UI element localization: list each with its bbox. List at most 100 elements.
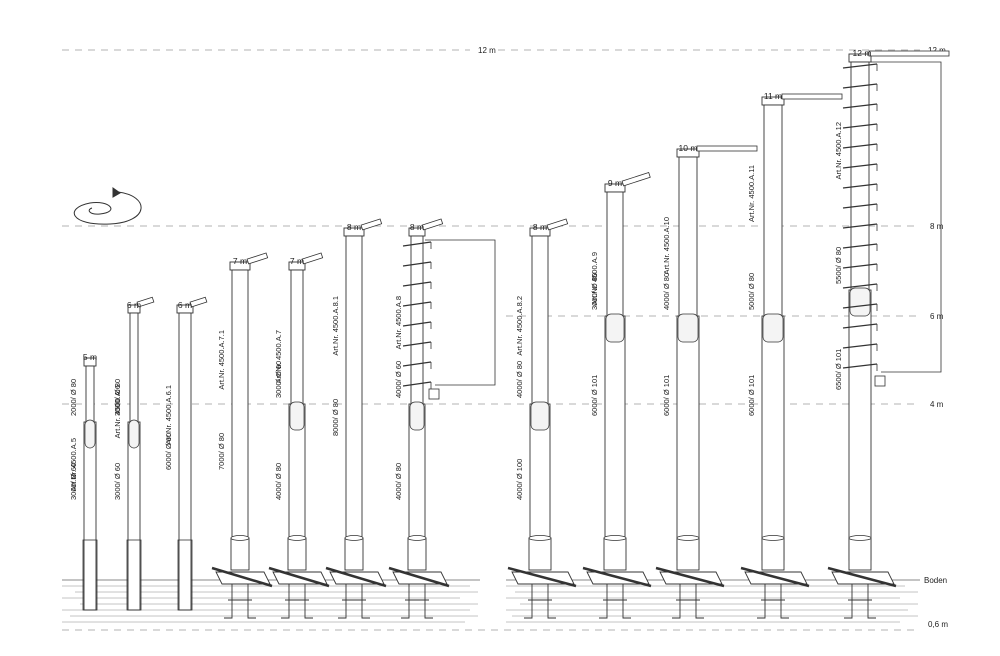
mast-lower-spec: 6000/ Ø 101 — [590, 375, 599, 416]
mast-article-number: Art.Nr. 4500.A.8.2 — [515, 296, 524, 356]
level-label-8m: 8 m — [930, 222, 944, 231]
mast-arm — [360, 218, 383, 231]
mast-arm — [696, 145, 758, 152]
base-sleeve-top — [344, 535, 364, 541]
level-label-boden: Boden — [924, 576, 947, 585]
mast-lower-tube — [761, 315, 785, 561]
mast-upper-tube — [678, 156, 698, 317]
anchor-cage — [672, 584, 704, 619]
mast-joint — [530, 401, 550, 431]
base-sleeve — [761, 537, 785, 571]
mast-lower-spec: 6500/ Ø 101 — [834, 349, 843, 390]
mast-arm — [246, 252, 269, 265]
mast-arm — [781, 93, 843, 100]
climbing-rungs — [842, 63, 878, 371]
anchor-cage — [338, 584, 370, 619]
base-rail — [211, 566, 273, 588]
mast-arm — [868, 50, 950, 57]
mast-article-number: Art.Nr. 4500.A.8.1 — [331, 296, 340, 356]
base-sleeve — [676, 537, 700, 571]
mast-article-number: Art.Nr. 4500.A.7 — [274, 330, 283, 383]
mast-joint — [128, 419, 140, 449]
level-label-0-6m: 0,6 m — [928, 620, 948, 629]
mast-upper-spec: 4000/ Ø 60 — [394, 361, 403, 398]
mast-arm — [136, 296, 155, 308]
mast-lower-spec: 8000/ Ø 80 — [331, 399, 340, 436]
anchor-cage — [401, 584, 433, 619]
mast-lower-spec: 7000/ Ø 80 — [217, 433, 226, 470]
base-sleeve-top — [676, 535, 700, 541]
base-sleeve-top — [287, 535, 307, 541]
mast-lower-tube — [676, 315, 700, 561]
mast-upper-spec: 3000/ Ø 80 — [113, 379, 122, 416]
counterweight — [874, 375, 886, 387]
mast-upper-tube — [763, 104, 783, 317]
mast-height-label: 9 m — [608, 178, 622, 188]
mast-lower-spec: 4000/ Ø 80 — [274, 463, 283, 500]
mast-height-label: 8 m — [347, 222, 361, 232]
base-rail — [388, 566, 450, 588]
anchor-cage — [757, 584, 789, 619]
level-label-6m: 6 m — [930, 312, 944, 321]
mast-height-label: 12 m — [853, 48, 872, 58]
anchor-cage — [224, 584, 256, 619]
base-sleeve — [230, 537, 250, 571]
base-rail — [740, 566, 810, 588]
mast-article-number: Art.Nr. 4500.A.10 — [662, 217, 671, 275]
mast-height-label: 6 m — [178, 300, 192, 310]
mast-lower-spec: 6000/ Ø 101 — [662, 375, 671, 416]
base-rail — [827, 566, 897, 588]
ground-right — [506, 579, 920, 623]
level-label-4m: 4 m — [930, 400, 944, 409]
mast-lower-tube — [127, 421, 141, 611]
mast-upper-spec: 4000/ Ø 80 — [515, 361, 524, 398]
mast-lower-spec: 4000/ Ø 80 — [394, 463, 403, 500]
mast-height-label: 6 m — [127, 300, 141, 310]
anchor-cage — [599, 584, 631, 619]
mast-joint — [762, 313, 784, 343]
mast-article-number: Art.Nr. 4500.A.11 — [747, 165, 756, 222]
counterweight — [428, 388, 440, 400]
mast-height-label: 11 m — [764, 91, 782, 101]
climbing-rungs — [402, 241, 432, 389]
base-sleeve — [528, 537, 552, 571]
mast-lower-spec: 6000/ Ø 60 — [164, 433, 173, 470]
base-rail — [582, 566, 652, 588]
anchor-cage — [281, 584, 313, 619]
anchor-cage — [844, 584, 876, 619]
base-sleeve-top — [848, 535, 872, 541]
ground-sleeve — [82, 539, 98, 611]
mast-upper-spec: 3000/ Ø 60 — [274, 361, 283, 398]
mast-upper-spec: 5500/ Ø 80 — [834, 247, 843, 284]
mast-article-number: Art.Nr. 4500.A.6 — [113, 385, 122, 438]
level-labels: 12 m 12 m 8 m 6 m 4 m Boden 0,6 m — [478, 46, 948, 629]
mast-joint — [849, 287, 871, 317]
mast-upper-tube — [178, 312, 192, 611]
mast-6: 8 m Art.Nr. 4500.A.8.1 8000/ Ø 80 — [325, 218, 387, 619]
mast-joint — [409, 401, 425, 431]
base-sleeve — [848, 537, 872, 571]
mast-upper-tube — [345, 235, 363, 561]
mast-upper-tube — [290, 269, 304, 405]
mast-article-number: Art.Nr. 4500.A.9 — [590, 252, 599, 305]
base-sleeve-top — [603, 535, 627, 541]
mast-lower-tube — [848, 289, 872, 561]
mast-arm — [621, 171, 651, 187]
base-rail — [507, 566, 577, 588]
mast-article-number: Art.Nr. 4500.A.5 — [69, 438, 78, 491]
mast-lower-tube — [83, 421, 97, 611]
halyard — [425, 239, 496, 386]
ground-sleeve — [177, 539, 193, 611]
mast-lower-tube — [604, 315, 626, 561]
ground-sleeve — [126, 539, 142, 611]
mast-upper-tube — [606, 191, 624, 317]
base-sleeve-top — [761, 535, 785, 541]
